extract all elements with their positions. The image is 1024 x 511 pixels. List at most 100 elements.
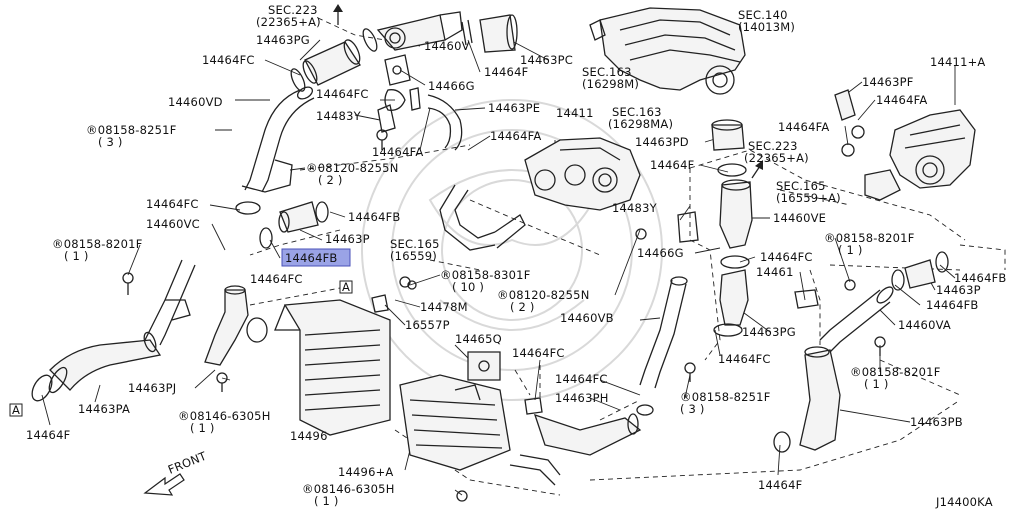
label-14460VE: 14460VE: [773, 211, 826, 225]
diagram-code: J14400KA: [935, 495, 993, 509]
label-14460VC: 14460VC: [146, 217, 200, 231]
clamp-14464FB-hl: [259, 227, 273, 249]
part-labels: SEC.223 (22365+A) 14463PG 14464FC 14460V…: [26, 3, 1007, 508]
hose-14463PE: [427, 94, 463, 151]
intercooler-14496A: [399, 374, 511, 471]
label-08120-8255N-a-qty: ( 2 ): [318, 173, 343, 187]
clamp-14464FC-c: [384, 89, 406, 111]
label-08146-6305H-a-qty: ( 1 ): [190, 421, 215, 435]
front-label: FRONT: [166, 448, 209, 476]
clamp-14464F-left: [31, 374, 53, 402]
label-14461: 14461: [756, 265, 794, 279]
hose-14463P-b: [904, 259, 936, 289]
clamp-14464F-c: [717, 163, 747, 177]
highlight-14464FB: [281, 248, 351, 267]
label-sec223-top: SEC.223: [268, 3, 318, 17]
clamp-14464FC-h: [713, 323, 743, 337]
bolt-08146-6305H-b: [456, 490, 468, 502]
label-sec163-a-sub: (16298M): [582, 77, 639, 91]
label-14464FA-b: 14464FA: [372, 145, 423, 159]
clamp-14464FA-c: [851, 125, 865, 139]
label-14464FC-f: 14464FC: [555, 372, 608, 386]
label-08158-8301F: ®08158-8301F: [440, 268, 531, 282]
label-08146-6305H-b: ®08146-6305H: [302, 482, 395, 496]
clamp-14464FC-f: [636, 404, 654, 416]
clamp-14464FC-b: [235, 201, 261, 215]
label-08158-8201F-a: ®08158-8201F: [52, 237, 143, 251]
label-14463PE: 14463PE: [488, 101, 540, 115]
clamp-14464FB-a: [315, 201, 329, 223]
pipe-14460VC: [144, 259, 196, 346]
label-sec165-a-sub: (16559): [390, 249, 437, 263]
label-14464FC-g: 14464FC: [760, 250, 813, 264]
label-14496: 14496: [290, 429, 328, 443]
ref-marker-a-1: A: [9, 403, 23, 417]
label-14463PJ: 14463PJ: [128, 381, 176, 395]
label-14465Q: 14465Q: [455, 332, 502, 346]
hose-14463PF: [834, 89, 856, 121]
arrow-up-icon: [333, 4, 343, 25]
label-sec223-b-sub: (22365+A): [744, 151, 809, 165]
svg-text:A: A: [342, 280, 350, 294]
label-08158-8201F-c: ®08158-8201F: [850, 365, 941, 379]
intake-manifold-sec140: [589, 7, 746, 95]
label-08120-8255N-a: ®08120-8255N: [306, 161, 399, 175]
label-14464FB-a: 14464FB: [348, 210, 401, 224]
bolt-08158-8251F-b: [684, 362, 696, 382]
bolt-08158-8201F-b: [844, 279, 856, 291]
svg-text:A: A: [12, 403, 20, 417]
clamp-14464FA-a: [409, 87, 421, 111]
label-sec163-a: SEC.163: [582, 65, 632, 79]
sensor-14466G: [384, 54, 411, 86]
label-14463PB: 14463PB: [910, 415, 963, 429]
label-sec165-b-sub: (16559+A): [776, 191, 841, 205]
label-14460VA: 14460VA: [898, 318, 951, 332]
bracket-14461: [794, 289, 819, 309]
label-14463PF: 14463PF: [862, 75, 914, 89]
label-14464FC-e: 14464FC: [512, 346, 565, 360]
hose-14463PC: [479, 14, 518, 53]
clamp-14464FC-d: [246, 317, 268, 343]
label-08158-8251F-b: ®08158-8251F: [680, 390, 771, 404]
label-sec140-sub: (14013M): [738, 20, 795, 34]
label-14464FC-d: 14464FC: [250, 272, 303, 286]
bracket-14483Y-a: [376, 104, 396, 150]
watermark-seal: [361, 99, 663, 401]
pipe-14460VD: [241, 86, 315, 193]
label-14464FB-highlighted: 14464FB: [285, 251, 338, 265]
bolt-08158-8301F: [407, 280, 417, 290]
label-14411: 14411: [556, 106, 594, 120]
label-14463PG-b: 14463PG: [742, 325, 796, 339]
label-14464FB-b: 14464FB: [954, 271, 1007, 285]
label-14464F-b: 14464F: [484, 65, 528, 79]
bracket-14483Y-b: [677, 211, 699, 243]
label-14463PC: 14463PC: [520, 53, 573, 67]
label-14463PH: 14463PH: [555, 391, 609, 405]
label-14463PD: 14463PD: [635, 135, 689, 149]
bolt-08158-8201F-c: [874, 336, 886, 356]
label-08158-8301F-qty: ( 10 ): [452, 280, 484, 294]
clamp-14464F-top: [461, 19, 473, 46]
label-14464FB-c: 14464FB: [926, 298, 979, 312]
pipe-14460V: [376, 11, 463, 51]
label-14464FA-a: 14464FA: [490, 129, 541, 143]
label-14464F-d: 14464F: [758, 478, 802, 492]
label-14478M: 14478M: [420, 300, 468, 314]
turbocharger-14411A: [889, 109, 976, 189]
clamp-14464FB-b: [935, 251, 949, 273]
label-08146-6305H-a: ®08146-6305H: [178, 409, 271, 423]
label-14463PG-top: 14463PG: [256, 33, 310, 47]
clamp-near-14463PA: [143, 331, 157, 353]
clamp-top-left: [290, 28, 378, 92]
label-16557P: 16557P: [405, 318, 450, 332]
label-sec165-a: SEC.165: [390, 237, 440, 251]
pipe-14460VE: [719, 179, 753, 249]
label-08120-8255N-b-qty: ( 2 ): [510, 300, 535, 314]
hose-14463PA: [48, 339, 162, 394]
label-14483Y-a: 14483Y: [316, 109, 362, 123]
clamp-14464F-d: [773, 431, 791, 453]
clamp-14464FA-d: [841, 143, 855, 157]
sensor-16557P: [371, 294, 389, 313]
label-14463PA: 14463PA: [78, 402, 130, 416]
